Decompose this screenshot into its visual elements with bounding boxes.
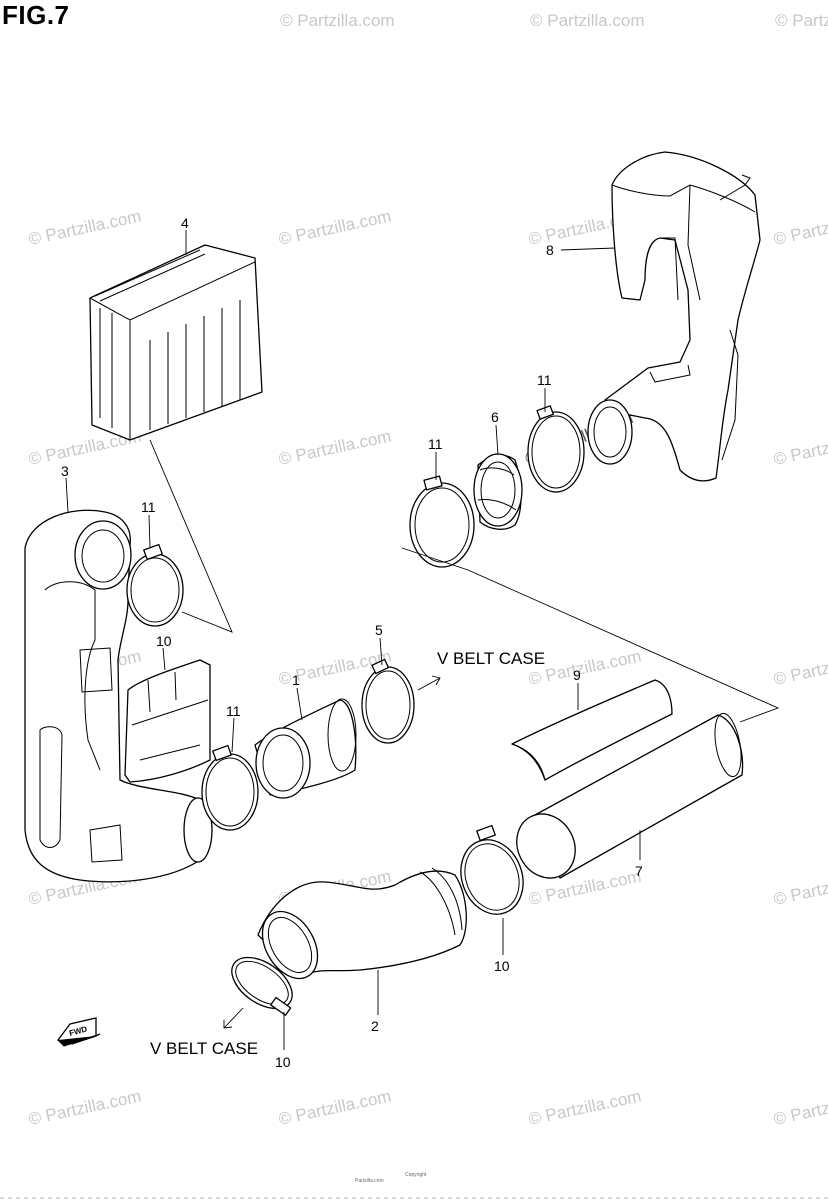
part-11-clamp[interactable] [126, 543, 184, 627]
arrow-icon [223, 1007, 244, 1029]
footer-copyright: Copyright [405, 1172, 427, 1178]
watermark: © Partzilla.com [280, 11, 395, 30]
part-number-6[interactable]: 6 [491, 409, 499, 425]
part-2-outlet-boot[interactable] [251, 867, 467, 988]
part-10-clamp[interactable] [223, 947, 302, 1019]
part-number-7[interactable]: 7 [635, 863, 643, 879]
watermark: © Partzilla.com [775, 11, 828, 30]
reference-line [149, 439, 233, 633]
part-number-10[interactable]: 10 [494, 958, 510, 974]
watermark: © Partzilla.com [277, 207, 393, 249]
watermark: © Partzilla.com [530, 11, 645, 30]
watermark: © Partzilla.com [772, 647, 828, 689]
leader-line [560, 247, 616, 251]
reference-line [401, 547, 780, 723]
figure-title: FIG.7 [2, 0, 70, 30]
part-number-4[interactable]: 4 [181, 215, 189, 231]
watermark: © Partzilla.com [277, 1087, 393, 1129]
part-number-8[interactable]: 8 [546, 242, 554, 258]
part-8-air-duct[interactable] [587, 151, 761, 482]
callout-v-belt-case[interactable]: V BELT CASE [150, 1039, 258, 1058]
part-number-3[interactable]: 3 [61, 463, 69, 479]
footer-copyright: Partzilla.com [355, 1178, 384, 1184]
watermark: © Partzilla.com [772, 207, 828, 249]
part-11-clamp[interactable] [409, 475, 475, 568]
leader-line [296, 687, 303, 721]
part-5-clamp[interactable] [361, 658, 415, 744]
leader-line [231, 717, 235, 753]
arrow-icon [417, 675, 441, 691]
part-11-clamp[interactable] [527, 405, 585, 493]
leader-line [162, 647, 166, 671]
part-number-11[interactable]: 11 [226, 703, 241, 719]
part-7-tube[interactable] [506, 711, 746, 888]
part-number-9[interactable]: 9 [573, 667, 581, 683]
part-4-filter-cover[interactable] [89, 244, 263, 441]
watermark: © Partzilla.com [772, 867, 828, 909]
part-number-1[interactable]: 1 [292, 672, 300, 688]
part-3-intake-duct[interactable] [24, 509, 213, 883]
part-number-11[interactable]: 11 [537, 372, 552, 388]
part-number-2[interactable]: 2 [371, 1018, 379, 1034]
watermark: © Partzilla.com [277, 427, 393, 469]
callout-v-belt-case[interactable]: V BELT CASE [437, 649, 545, 668]
leader-line [148, 514, 151, 549]
part-number-10[interactable]: 10 [156, 633, 172, 649]
watermark: © Partzilla.com [772, 427, 828, 469]
part-number-5[interactable]: 5 [375, 622, 383, 638]
leader-line [379, 637, 383, 666]
watermark: © Partzilla.com [27, 1087, 143, 1129]
watermark: © Partzilla.com [27, 207, 143, 249]
part-number-11[interactable]: 11 [141, 499, 156, 515]
part-1-coupling[interactable] [254, 698, 357, 799]
part-9-heat-shield[interactable] [511, 679, 673, 781]
part-number-10[interactable]: 10 [275, 1054, 291, 1070]
part-10-clamp[interactable] [451, 824, 533, 923]
part-10-filter-element[interactable] [124, 659, 211, 783]
part-6-coupling[interactable] [473, 453, 523, 530]
part-11-clamp[interactable] [201, 744, 259, 831]
leader-line [65, 477, 69, 513]
part-number-11[interactable]: 11 [428, 436, 443, 452]
leader-line [495, 424, 499, 456]
fwd-arrow-icon: FWD [56, 1017, 101, 1047]
watermark: © Partzilla.com [772, 1087, 828, 1129]
watermark: © Partzilla.com [527, 1087, 643, 1129]
